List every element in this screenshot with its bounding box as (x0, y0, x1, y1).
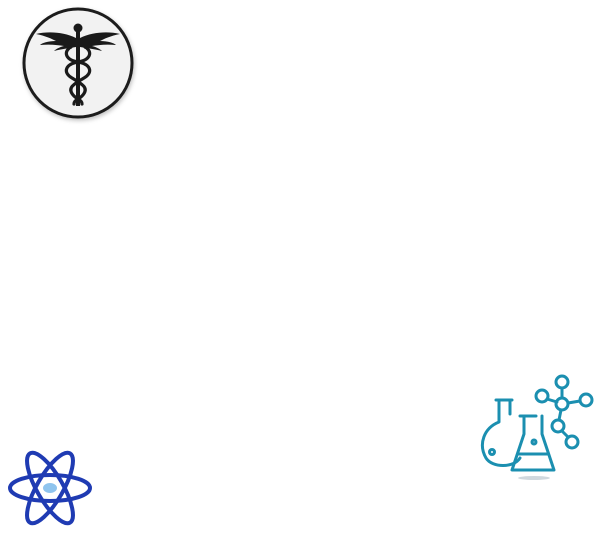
lab-flasks-molecule-icon (474, 370, 598, 482)
atom-icon (6, 446, 94, 530)
caduceus-icon (18, 4, 140, 126)
